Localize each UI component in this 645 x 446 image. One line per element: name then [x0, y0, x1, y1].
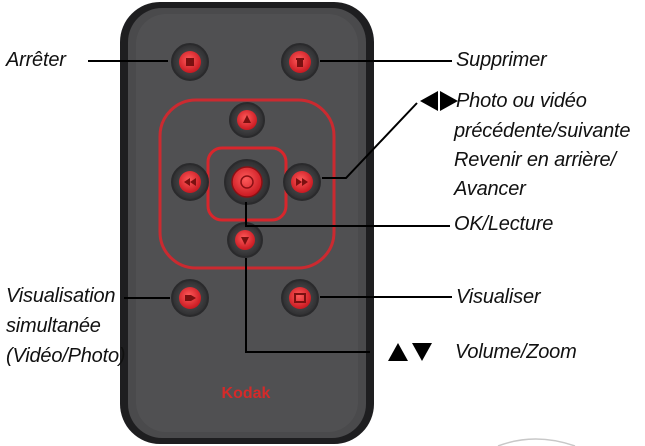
remote-body [120, 2, 374, 444]
view-button[interactable] [281, 279, 319, 317]
fast-forward-icon [296, 178, 308, 186]
decorative-arc [497, 438, 576, 446]
ok-icon [240, 175, 254, 189]
next-button[interactable] [283, 163, 321, 201]
down-arrow-icon [241, 237, 249, 245]
leader-lines [88, 60, 452, 353]
label-simul-line2: simultanée [6, 315, 101, 337]
up-button[interactable] [229, 102, 265, 138]
leader-ok [245, 202, 450, 227]
label-view: Visualiser [456, 286, 541, 308]
delete-button[interactable] [281, 43, 319, 81]
stop-icon [186, 58, 194, 66]
label-nav-line1: Photo ou vidéo [456, 90, 587, 112]
label-ok: OK/Lecture [454, 213, 554, 235]
label-simul-line3: (Vidéo/Photo) [6, 345, 126, 367]
ok-play-button[interactable] [224, 159, 270, 205]
previous-button[interactable] [171, 163, 209, 201]
camera-play-icon [185, 295, 196, 301]
trash-icon [296, 58, 304, 67]
up-down-arrows-icon [388, 343, 432, 361]
simultaneous-view-button[interactable] [171, 279, 209, 317]
label-delete: Supprimer [456, 49, 547, 71]
label-volume: Volume/Zoom [455, 341, 577, 363]
stop-button[interactable] [171, 43, 209, 81]
review-icon [294, 293, 306, 303]
leader-nav [322, 102, 418, 179]
down-button[interactable] [227, 222, 263, 258]
label-stop: Arrêter [6, 49, 66, 71]
kodak-logo: Kodak [222, 385, 271, 402]
rewind-icon [184, 178, 196, 186]
label-nav-line4: Avancer [454, 178, 526, 200]
leader-volume [245, 258, 370, 353]
up-arrow-icon [243, 115, 251, 123]
label-nav-line2: précédente/suivante [454, 120, 631, 142]
label-nav-line3: Revenir en arrière/ [454, 149, 616, 171]
left-right-arrows-icon [420, 91, 458, 111]
label-simul-line1: Visualisation [6, 285, 116, 307]
